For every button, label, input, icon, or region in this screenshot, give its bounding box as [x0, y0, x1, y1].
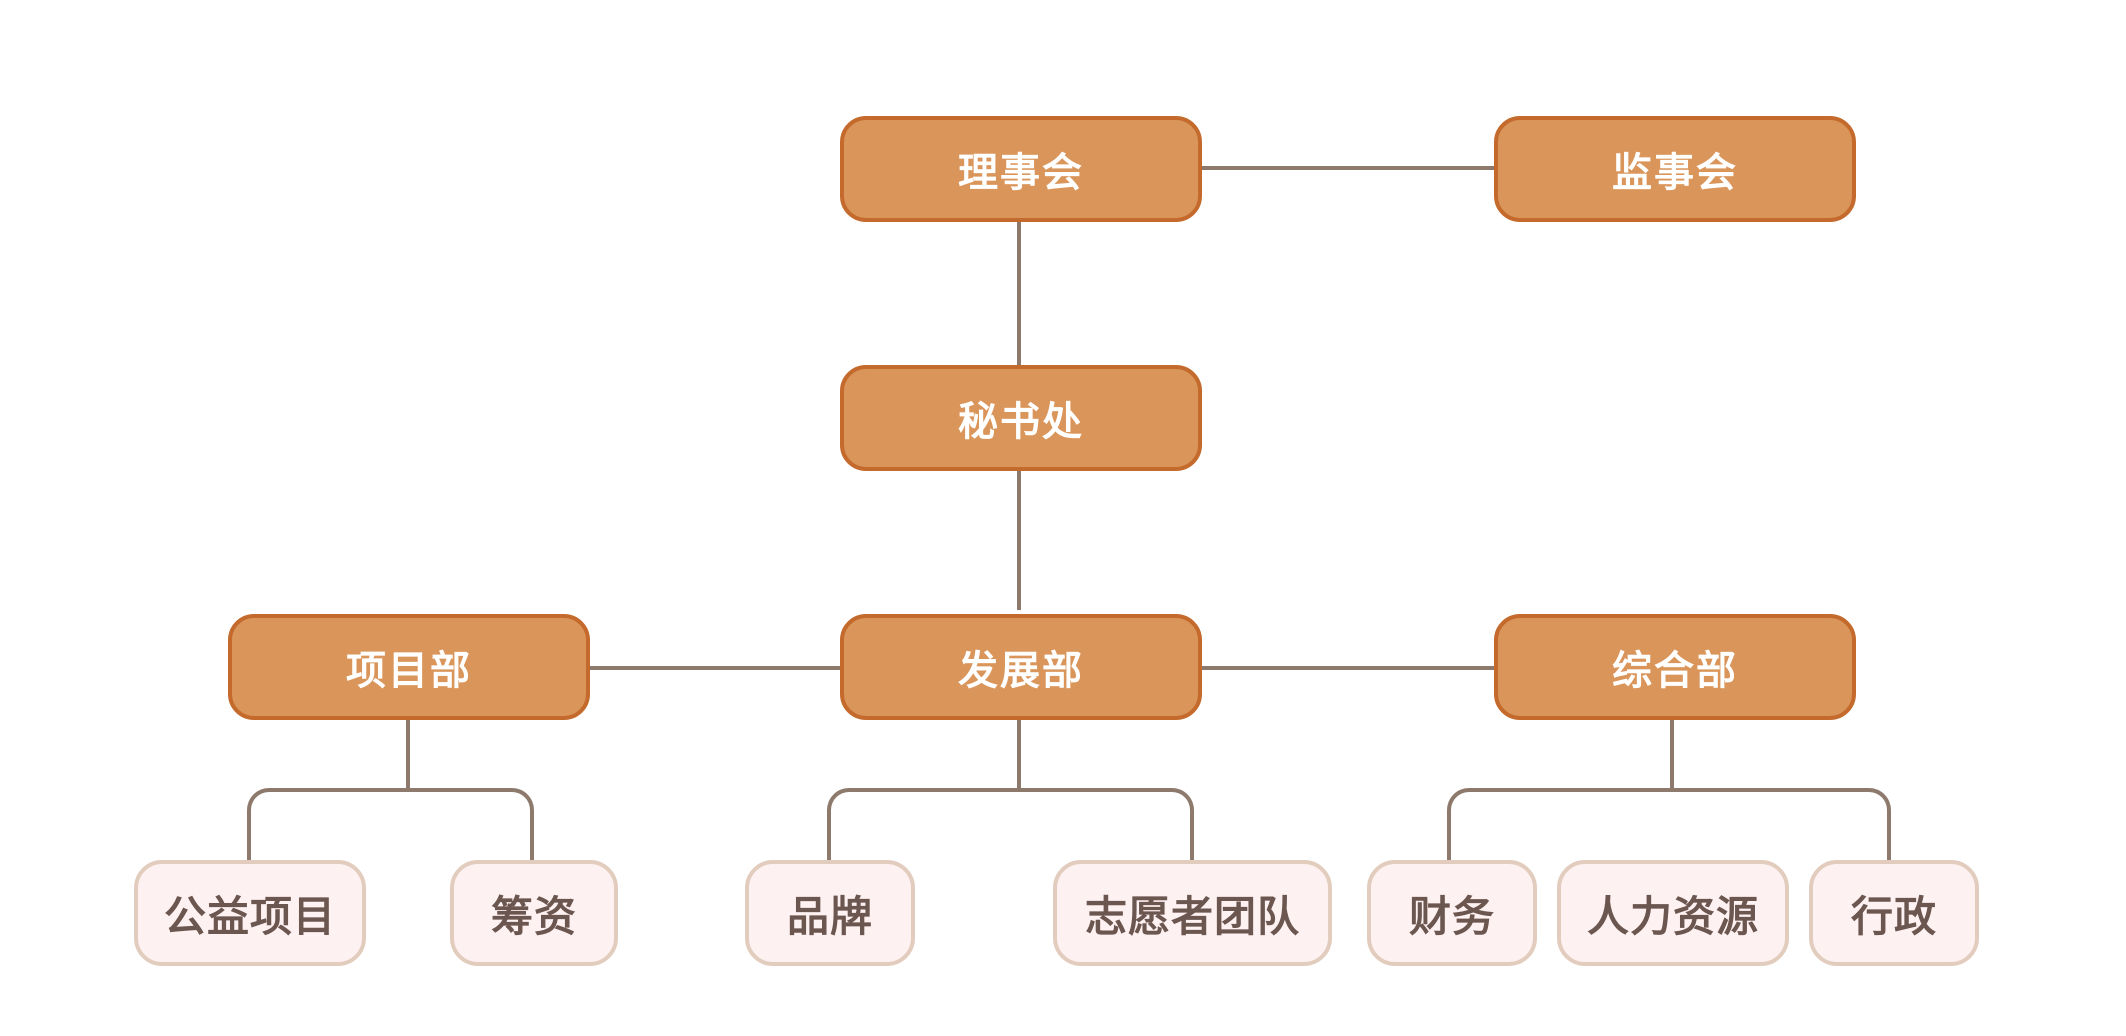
node-finance: 财务 — [1367, 860, 1537, 966]
connector-projects-stem — [406, 718, 410, 790]
connector-secretariat-development — [1017, 470, 1021, 610]
node-board: 理事会 — [840, 116, 1202, 222]
node-general-dept: 综合部 — [1494, 614, 1856, 720]
connector-board-secretariat — [1017, 220, 1021, 368]
connector-general-stem — [1670, 718, 1674, 790]
connector-projects-children — [247, 788, 534, 860]
connector-board-supervisors — [1200, 166, 1497, 170]
connector-development-children — [827, 788, 1194, 860]
node-public-welfare-projects: 公益项目 — [134, 860, 366, 966]
node-fundraising: 筹资 — [450, 860, 618, 966]
node-human-resources: 人力资源 — [1557, 860, 1789, 966]
node-brand: 品牌 — [745, 860, 915, 966]
node-supervisors: 监事会 — [1494, 116, 1856, 222]
connector-development-stem — [1017, 718, 1021, 790]
node-volunteer-team: 志愿者团队 — [1053, 860, 1332, 966]
node-administration: 行政 — [1809, 860, 1979, 966]
connector-general-children-left — [1447, 788, 1674, 860]
node-secretariat: 秘书处 — [840, 365, 1202, 471]
node-projects-dept: 项目部 — [228, 614, 590, 720]
connector-projects-development — [586, 666, 842, 670]
node-development-dept: 发展部 — [840, 614, 1202, 720]
connector-development-general — [1200, 666, 1497, 670]
connector-general-children-right — [1670, 788, 1891, 860]
